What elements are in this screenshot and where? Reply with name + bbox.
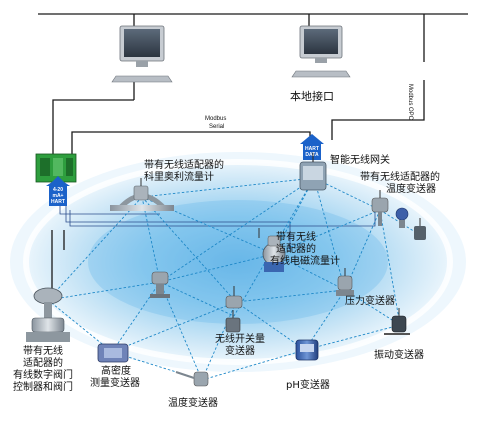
em-flow-label: 适配器的: [276, 244, 316, 255]
density-tx-label: 测量变送器: [90, 378, 140, 389]
density-transmitter-icon: [97, 343, 129, 363]
vibration-transmitter-icon: [384, 308, 410, 335]
pressure-tx-label: 压力变送器: [345, 296, 395, 307]
coriolis-label: 带有无线适配器的: [144, 160, 224, 171]
valve-label: 适配器的: [23, 358, 63, 369]
modbus-serial-label: Serial: [209, 124, 225, 130]
switch-tx-label: 变送器: [225, 346, 255, 357]
transmitter-icon: [150, 271, 170, 298]
valve-label: 有线数字阀门: [13, 370, 73, 381]
coriolis-meter-icon: [110, 178, 174, 211]
ph-transmitter-icon: [295, 339, 319, 361]
density-tx-label: 高密度: [101, 366, 131, 377]
transmitter-icon: [225, 286, 243, 309]
temp-tx-adapter-label: 温度变送器: [386, 184, 436, 195]
transmitter-icon: [414, 218, 426, 240]
temperature-transmitter-icon: [371, 190, 389, 226]
valve-label: 带有无线: [23, 346, 63, 357]
em-flow-label: 带有无线: [276, 232, 316, 243]
temperature-transmitter-icon: [175, 371, 209, 387]
switch-transmitter-icon: [225, 310, 241, 333]
modbus-serial-label: Modbus: [205, 116, 227, 122]
controller-icon: [35, 153, 77, 183]
ma-hart-arrow: [46, 176, 70, 206]
modbus-opc-label: Modbus OPC: [407, 84, 413, 121]
vibration-tx-label: 振动变送器: [374, 350, 424, 361]
gateway-icon: [299, 152, 327, 191]
transmitter-icon: [395, 207, 409, 228]
gateway-label: 智能无线网关: [330, 155, 390, 166]
temp-tx-adapter-label: 带有无线适配器的: [360, 172, 440, 183]
em-flow-label: 有线电磁流量计: [270, 256, 340, 267]
ph-tx-label: pH变送器: [286, 380, 330, 391]
hart-data-arrow: [300, 134, 324, 160]
valve-label: 控制器和阀门: [13, 382, 73, 393]
magnetic-flowmeter-icon: [258, 228, 286, 272]
switch-tx-label: 无线开关量: [215, 334, 265, 345]
pressure-transmitter-icon: [336, 268, 354, 296]
temp-tx-label: 温度变送器: [168, 398, 218, 409]
monitor-icon: [291, 25, 351, 78]
monitor-icon: [111, 25, 173, 83]
local-interface-label: 本地接口: [290, 90, 334, 103]
valve-icon: [26, 287, 70, 342]
coriolis-label: 科里奥利流量计: [144, 172, 214, 183]
